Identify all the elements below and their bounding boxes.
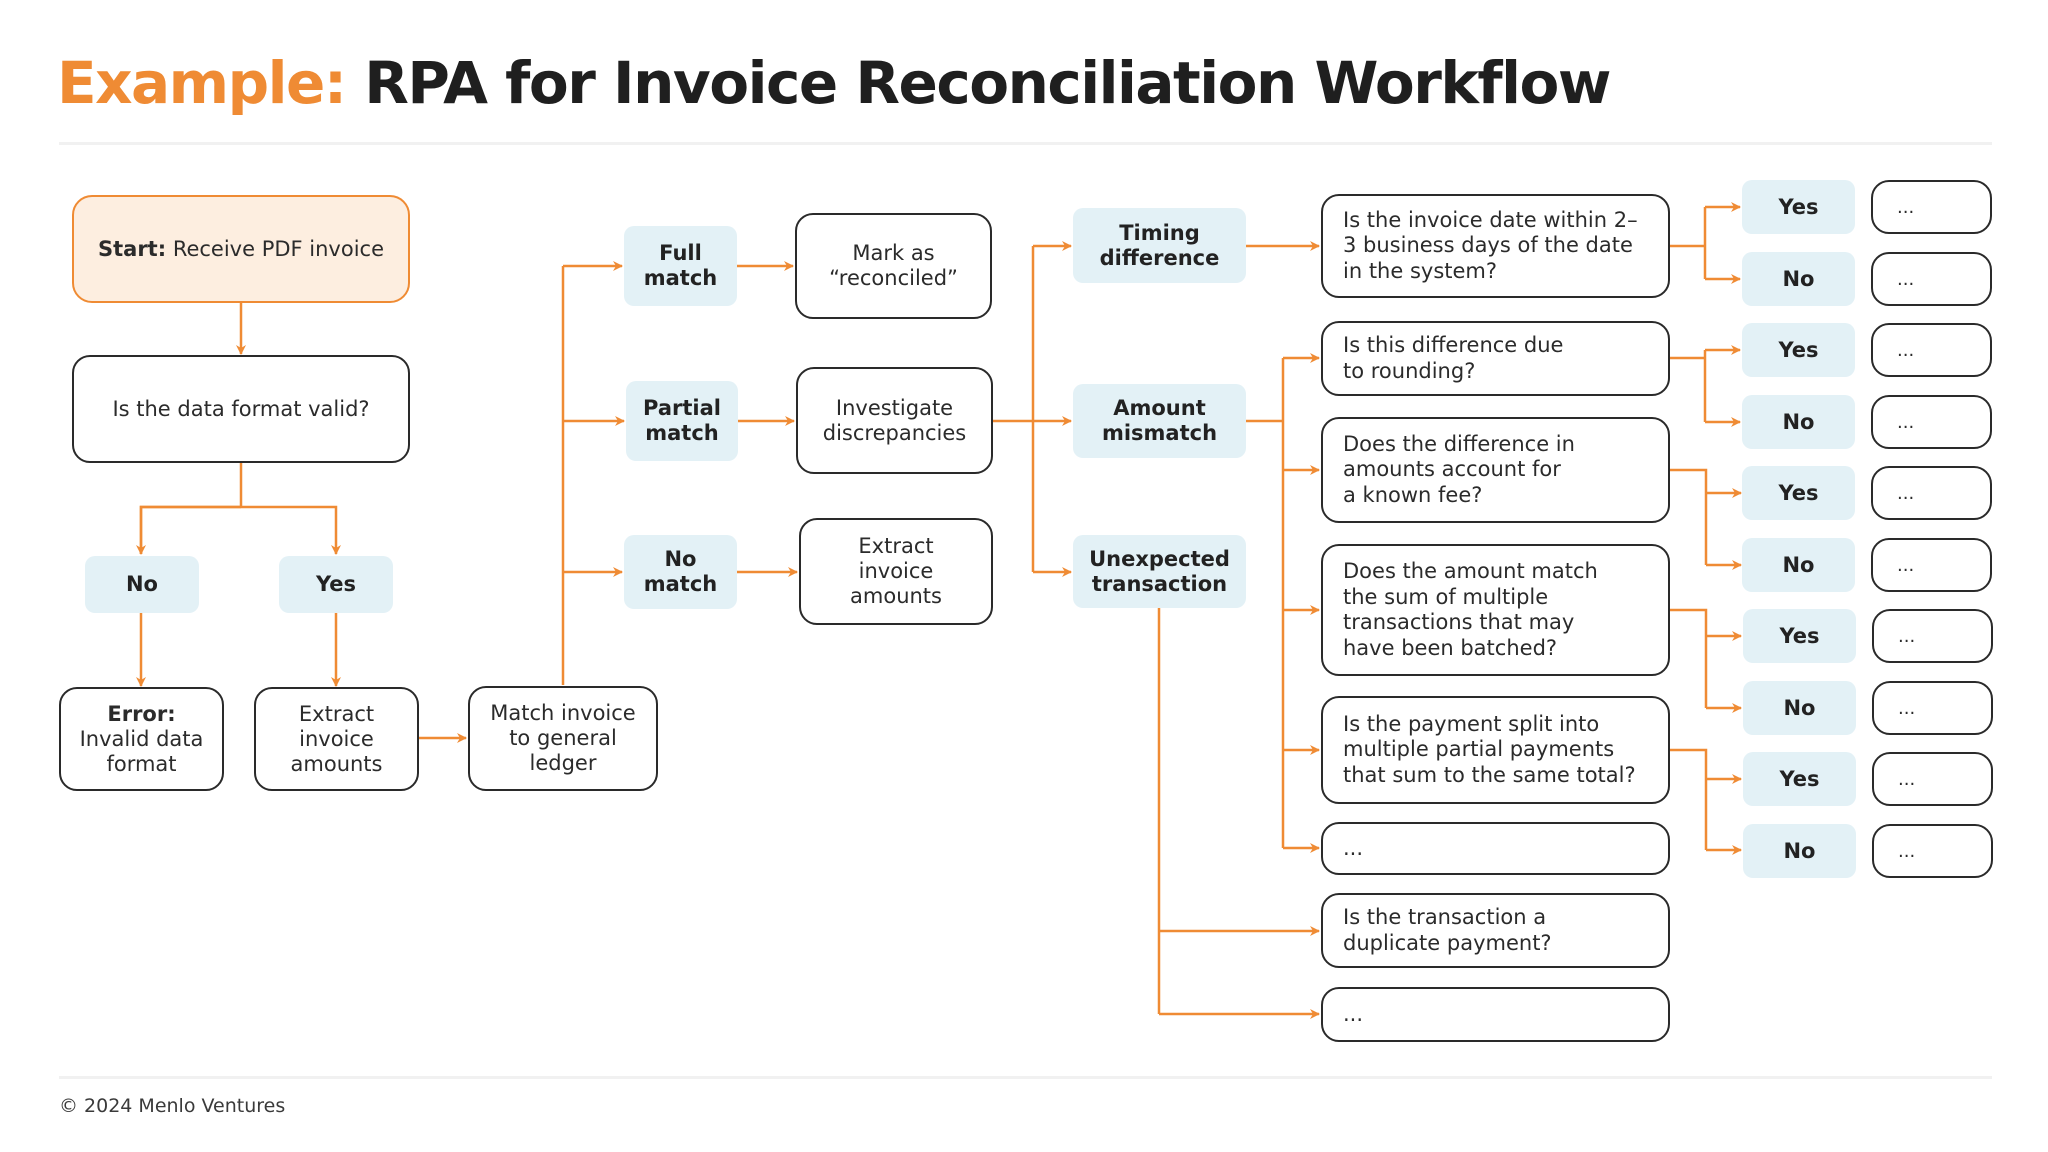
timing-difference-tag: Timing difference xyxy=(1073,208,1246,283)
q4-no-result: ... xyxy=(1872,681,1993,735)
q1-branch xyxy=(1670,207,1707,279)
amount-branch xyxy=(1246,358,1285,848)
start-label-text: Receive PDF invoice xyxy=(172,236,385,261)
validity-yes-tag: Yes xyxy=(279,556,393,613)
question-batched: Does the amount match the sum of multipl… xyxy=(1321,544,1670,676)
q3-yes-result: ... xyxy=(1871,466,1992,520)
q5-branch xyxy=(1670,748,1708,850)
title-accent: Example: xyxy=(57,49,347,117)
q2-yes-result: ... xyxy=(1871,323,1992,377)
q5-no-result: ... xyxy=(1872,824,1993,878)
q1-no-tag: No xyxy=(1742,252,1855,306)
full-match-tag: Full match xyxy=(624,226,737,306)
question-amount-more: ... xyxy=(1321,822,1670,875)
extract-invoice-amounts-node: Extract invoice amounts xyxy=(799,518,993,625)
q3-no-tag: No xyxy=(1742,538,1855,592)
arrow-validity-to-no xyxy=(136,505,241,555)
match-ledger-node: Match invoice to general ledger xyxy=(468,686,658,791)
no-match-tag: No match xyxy=(624,535,737,609)
question-duplicate: Is the transaction a duplicate payment? xyxy=(1321,893,1670,968)
extract-amounts-node: Extract invoice amounts xyxy=(254,687,419,791)
q1-yes-result: ... xyxy=(1871,180,1992,234)
copyright: © 2024 Menlo Ventures xyxy=(59,1095,286,1117)
q4-no-tag: No xyxy=(1743,681,1856,735)
start-label: Start: Receive PDF invoice xyxy=(98,237,384,262)
validity-no-tag: No xyxy=(85,556,199,613)
question-unexpected-more: ... xyxy=(1321,987,1670,1042)
q3-yes-tag: Yes xyxy=(1742,466,1855,520)
amount-mismatch-tag: Amount mismatch xyxy=(1073,384,1246,458)
q2-no-result: ... xyxy=(1871,395,1992,449)
q5-no-tag: No xyxy=(1743,824,1856,878)
q5-yes-tag: Yes xyxy=(1743,752,1856,806)
title-text: RPA for Invoice Reconciliation Workflow xyxy=(364,49,1611,117)
partial-match-tag: Partial match xyxy=(626,381,738,461)
arrow-validity-split xyxy=(139,463,336,554)
investigate-node: Investigate discrepancies xyxy=(796,367,993,474)
error-label-text: Invalid data format xyxy=(79,726,204,776)
page-title: Example: RPA for Invoice Reconciliation … xyxy=(57,48,1611,118)
question-timing: Is the invoice date within 2–3 business … xyxy=(1321,194,1670,298)
q4-yes-result: ... xyxy=(1872,609,1993,663)
header-divider xyxy=(59,142,1992,145)
q1-yes-tag: Yes xyxy=(1742,180,1855,234)
q2-branch xyxy=(1670,350,1707,422)
q1-no-result: ... xyxy=(1871,252,1992,306)
error-node: Error:Invalid data format xyxy=(59,687,224,791)
mark-reconciled-node: Mark as “reconciled” xyxy=(795,213,992,319)
q3-no-result: ... xyxy=(1871,538,1992,592)
start-label-bold: Start: xyxy=(97,236,167,261)
start-node: Start: Receive PDF invoice xyxy=(72,195,410,303)
validity-question-node: Is the data format valid? xyxy=(72,355,410,463)
q3-branch xyxy=(1670,468,1708,565)
q4-yes-tag: Yes xyxy=(1743,609,1856,663)
question-rounding: Is this difference due to rounding? xyxy=(1321,321,1670,396)
investigate-branch xyxy=(992,246,1035,572)
footer-divider xyxy=(59,1076,1992,1079)
unexpected-transaction-tag: Unexpected transaction xyxy=(1073,535,1246,608)
error-label-bold: Error: xyxy=(107,701,176,726)
question-known-fee: Does the difference in amounts account f… xyxy=(1321,417,1670,523)
question-split-payment: Is the payment split into multiple parti… xyxy=(1321,696,1670,804)
error-label: Error:Invalid data format xyxy=(69,702,214,777)
q2-yes-tag: Yes xyxy=(1742,323,1855,377)
q4-branch xyxy=(1670,608,1708,708)
q5-yes-result: ... xyxy=(1872,752,1993,806)
q2-no-tag: No xyxy=(1742,395,1855,449)
